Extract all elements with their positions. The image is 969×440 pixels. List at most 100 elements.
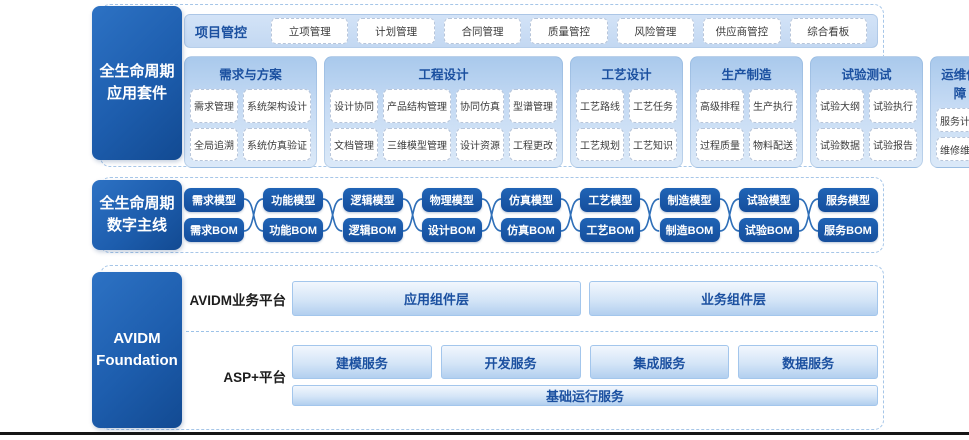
chain-link-icon [244, 188, 264, 242]
module-button: 工艺任务 [629, 89, 677, 123]
suite-column: 生产制造高级排程生产执行过程质量物料配送 [690, 56, 803, 168]
suite-column-title: 试验测试 [841, 68, 892, 82]
model-pill: 工艺模型 [580, 188, 641, 212]
project-control-button: 合同管理 [443, 18, 522, 44]
foundation-section: AVIDM Foundation AVIDM业务平台 应用组件层业务组件层 AS… [92, 265, 884, 430]
module-button: 服务计划 [936, 108, 969, 132]
suite-column-row: 过程质量物料配送 [696, 127, 797, 161]
module-button: 三维模型管理 [383, 127, 451, 161]
project-control-button: 风险管理 [616, 18, 695, 44]
module-button: 型谱管理 [509, 89, 557, 123]
suite-column: 运维保障服务计划维修维护 [930, 56, 969, 168]
model-pill: 逻辑模型 [342, 188, 403, 212]
thread-stage: 服务模型服务BOM [818, 188, 878, 242]
model-pill: 功能模型 [263, 188, 324, 212]
business-platform-label: AVIDM业务平台 [189, 292, 287, 308]
service-bar: 建模服务 [292, 345, 432, 379]
suite-column-title: 工程设计 [418, 68, 469, 82]
suite-columns: 需求与方案需求管理系统架构设计全局追溯系统仿真验证工程设计设计协同产品结构管理协… [184, 56, 969, 168]
suite-column-row: 维修维护 [936, 137, 969, 161]
bom-pill: 需求BOM [184, 218, 244, 242]
foundation-side-label-line1: AVIDM [113, 330, 161, 348]
suite-column-row: 需求管理系统架构设计 [190, 89, 311, 123]
module-button: 工艺知识 [629, 127, 677, 161]
suite-column-row: 工艺规划工艺知识 [576, 127, 677, 161]
digital-thread-side-label-line2: 数字主线 [106, 217, 167, 234]
suite-column-title: 工艺设计 [601, 68, 652, 82]
module-button: 高级排程 [696, 89, 744, 123]
asp-platform-label: ASP+平台 [223, 369, 286, 385]
bom-pill: 功能BOM [263, 218, 324, 242]
project-control-bar: 项目管控 立项管理计划管理合同管理质量管控风险管理供应商管控综合看板 [184, 14, 878, 48]
module-button: 需求管理 [190, 89, 238, 123]
project-control-button: 供应商管控 [703, 18, 781, 44]
business-layer-bar: 应用组件层 [292, 281, 581, 316]
thread-stage: 制造模型制造BOM [659, 188, 720, 242]
module-button: 试验大纲 [816, 89, 864, 123]
module-button: 工程更改 [509, 127, 557, 161]
module-button: 文档管理 [330, 127, 378, 161]
model-pill: 服务模型 [818, 188, 878, 212]
thread-stage: 物理模型设计BOM [421, 188, 482, 242]
bom-pill: 逻辑BOM [342, 218, 403, 242]
business-layer-bar: 业务组件层 [589, 281, 878, 316]
digital-thread-side-label-line1: 全生命周期 [99, 195, 175, 213]
model-pill: 物理模型 [421, 188, 482, 212]
asp-service-bars: 建模服务开发服务集成服务数据服务 [292, 345, 878, 379]
project-control-button: 计划管理 [357, 18, 435, 44]
module-button: 试验执行 [869, 89, 917, 123]
suite-column-row: 试验数据试验报告 [816, 127, 917, 161]
module-button: 试验数据 [816, 127, 864, 161]
bom-pill: 工艺BOM [580, 218, 641, 242]
model-pill: 需求模型 [184, 188, 244, 212]
suite-column-row: 服务计划 [936, 108, 969, 132]
suite-column: 需求与方案需求管理系统架构设计全局追溯系统仿真验证 [184, 56, 317, 168]
digital-thread-side-label: 全生命周期 数字主线 [92, 180, 182, 250]
app-suite-side-label: 全生命周期 应用套件 [92, 6, 182, 160]
foundation-side-label-line2: Foundation [96, 352, 178, 369]
suite-column-row: 设计协同产品结构管理协同仿真型谱管理 [330, 89, 557, 123]
module-button: 系统仿真验证 [243, 127, 311, 161]
suite-column-row: 全局追溯系统仿真验证 [190, 127, 311, 161]
app-suite-section: 全生命周期 应用套件 项目管控 立项管理计划管理合同管理质量管控风险管理供应商管… [92, 4, 969, 168]
module-button: 设计资源 [456, 127, 504, 161]
app-suite-content: 项目管控 立项管理计划管理合同管理质量管控风险管理供应商管控综合看板 需求与方案… [92, 4, 969, 168]
thread-stage: 功能模型功能BOM [263, 188, 324, 242]
thread-stage: 逻辑模型逻辑BOM [342, 188, 403, 242]
asp-services: 建模服务开发服务集成服务数据服务 基础运行服务 [292, 345, 878, 406]
module-button: 工艺规划 [576, 127, 624, 161]
project-control-button: 质量管控 [530, 18, 608, 44]
model-pill: 试验模型 [738, 188, 799, 212]
project-control-button: 立项管理 [271, 18, 349, 44]
thread-stage: 需求模型需求BOM [184, 188, 244, 242]
chain-link-icon [481, 188, 501, 242]
app-suite-side-label-line1: 全生命周期 [99, 63, 175, 81]
business-platform-row: AVIDM业务平台 应用组件层业务组件层 [184, 281, 878, 316]
suite-column: 试验测试试验大纲试验执行试验数据试验报告 [810, 56, 923, 168]
module-button: 维修维护 [936, 137, 969, 161]
suite-column-row: 试验大纲试验执行 [816, 89, 917, 123]
module-button: 试验报告 [869, 127, 917, 161]
platform-divider [186, 331, 878, 332]
suite-column-row: 工艺路线工艺任务 [576, 89, 677, 123]
bom-pill: 设计BOM [421, 218, 482, 242]
module-button: 物料配送 [749, 127, 797, 161]
project-control-buttons: 立项管理计划管理合同管理质量管控风险管理供应商管控综合看板 [271, 18, 867, 44]
chain-link-icon [402, 188, 422, 242]
asp-platform-row: ASP+平台 建模服务开发服务集成服务数据服务 基础运行服务 [184, 345, 878, 406]
bom-pill: 仿真BOM [501, 218, 561, 242]
service-bar: 数据服务 [738, 345, 878, 379]
chain-link-icon [561, 188, 581, 242]
module-button: 工艺路线 [576, 89, 624, 123]
suite-column: 工程设计设计协同产品结构管理协同仿真型谱管理文档管理三维模型管理设计资源工程更改 [324, 56, 563, 168]
module-button: 过程质量 [696, 127, 744, 161]
model-pill: 制造模型 [659, 188, 720, 212]
chain-link-icon [640, 188, 660, 242]
project-control-button: 综合看板 [789, 18, 867, 44]
base-runtime-bar: 基础运行服务 [292, 385, 878, 406]
digital-thread-section: 全生命周期 数字主线 需求模型需求BOM 功能模型功能BOM 逻辑模型逻辑BOM 物理… [92, 177, 884, 253]
business-platform-bars: 应用组件层业务组件层 [292, 281, 878, 316]
